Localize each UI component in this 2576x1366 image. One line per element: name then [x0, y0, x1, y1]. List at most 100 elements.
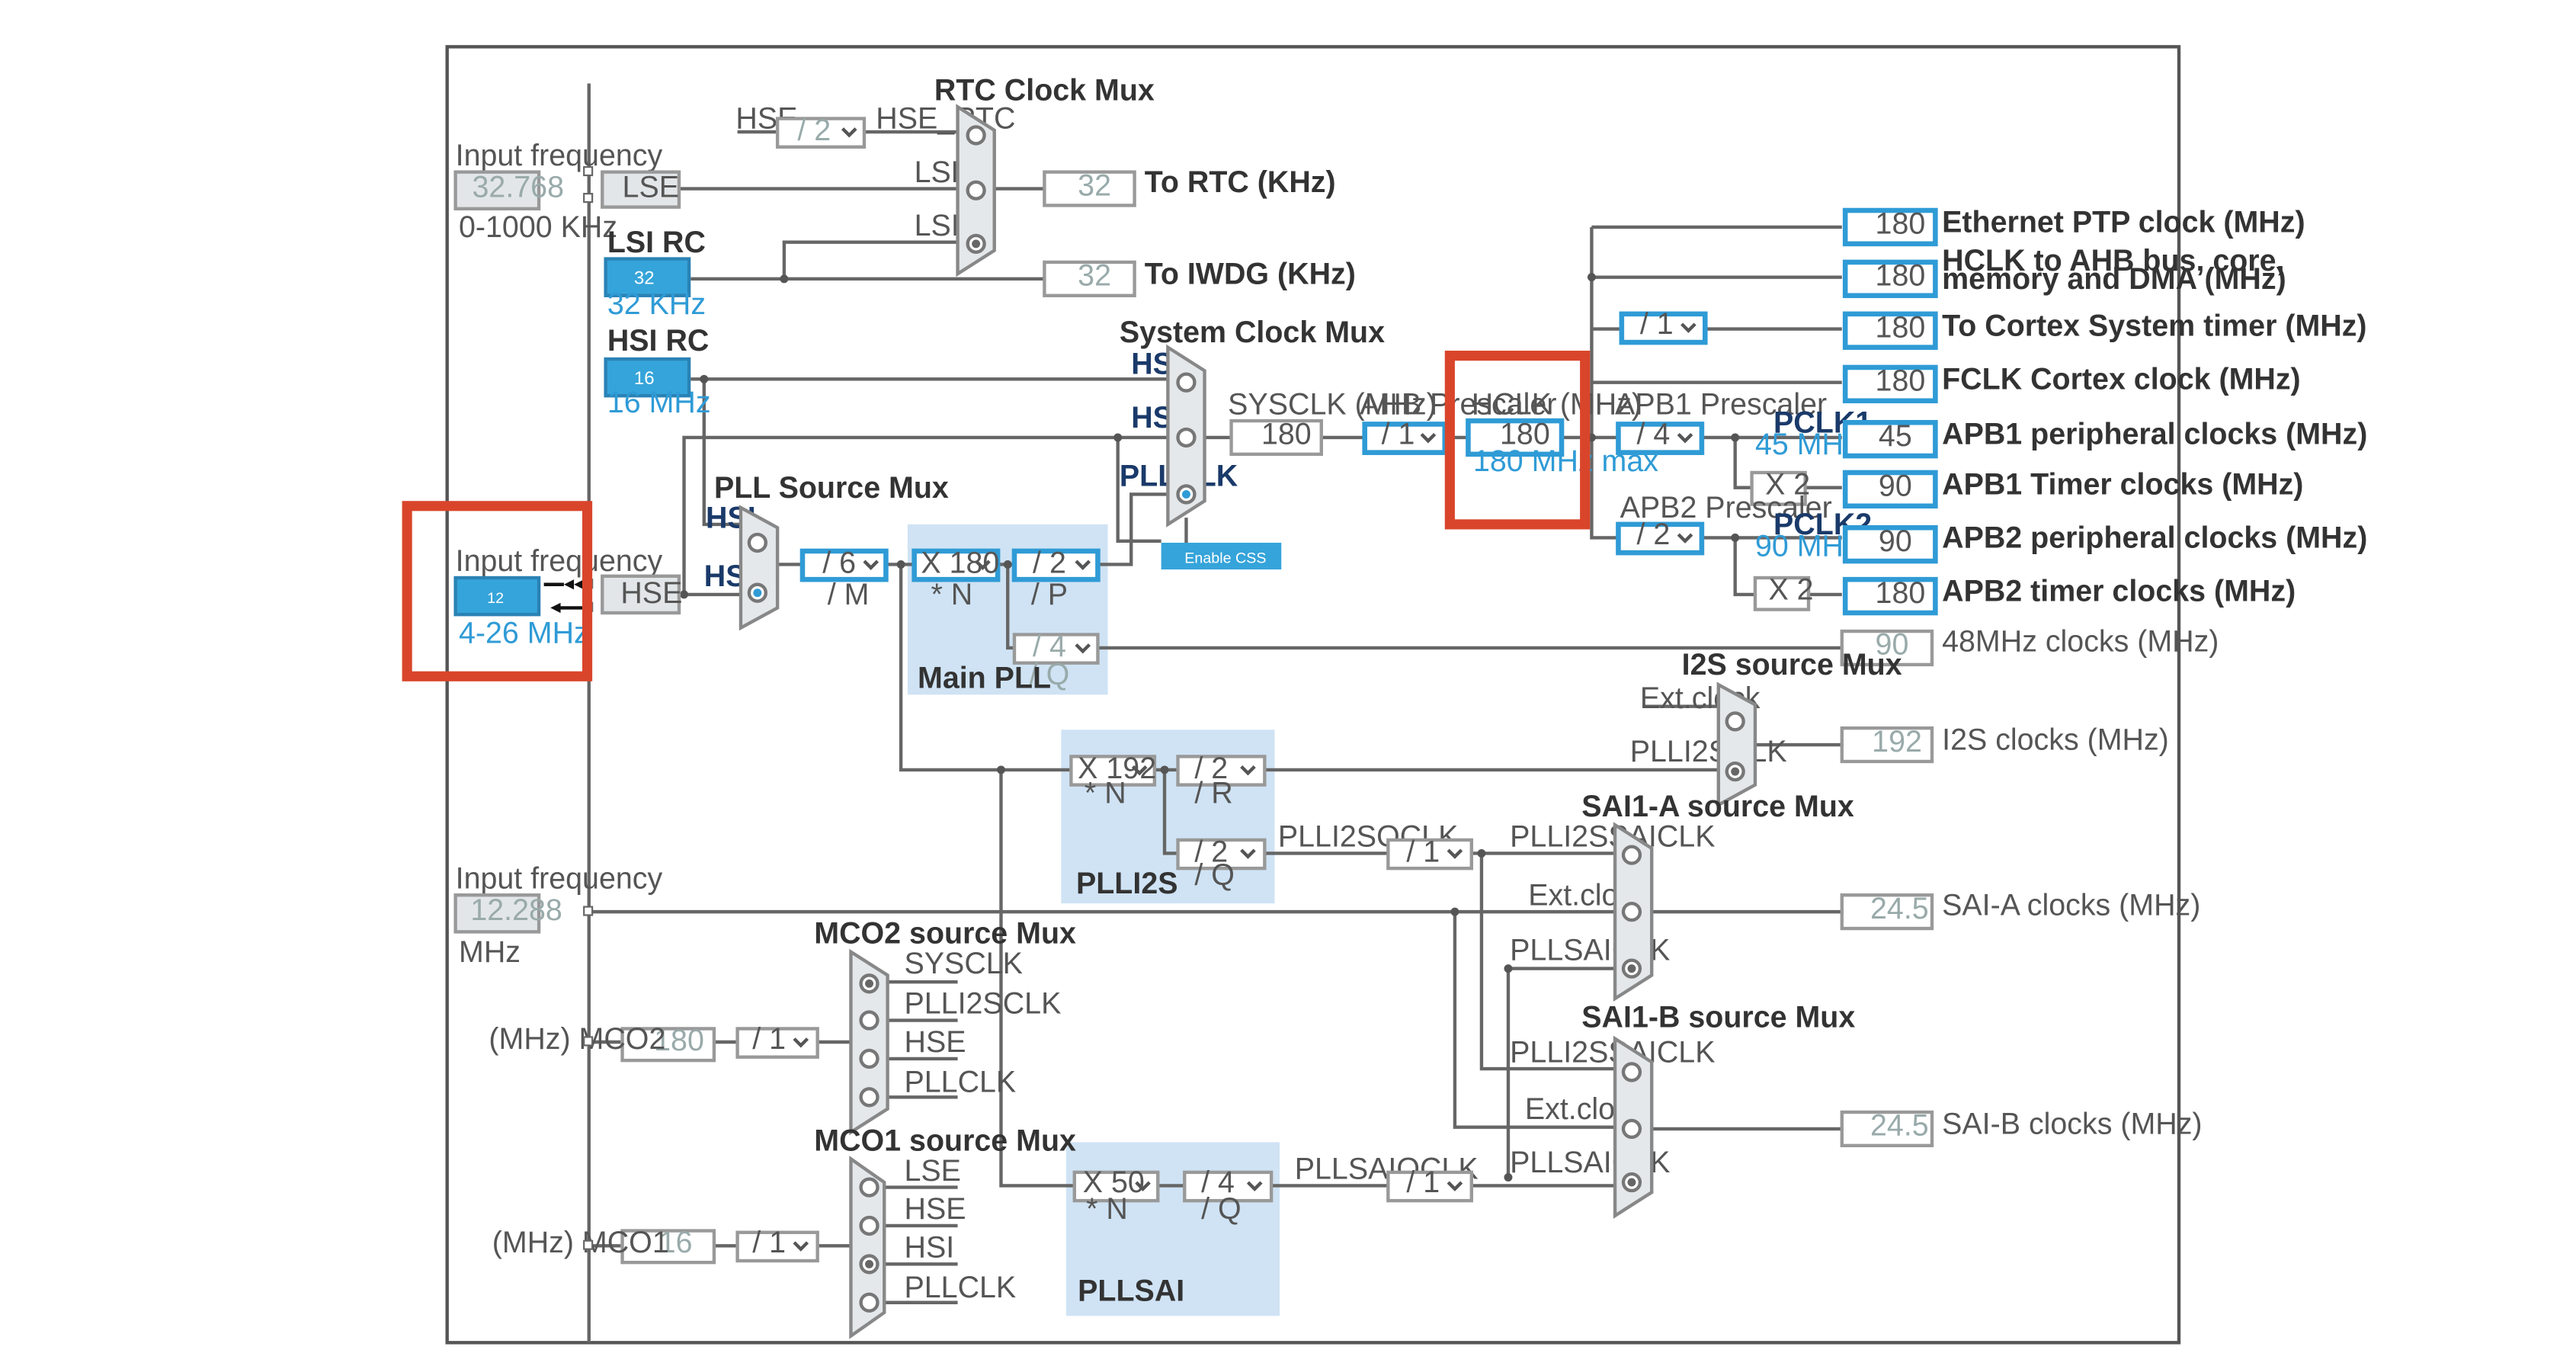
hse-freq-range: 4-26 MHz: [459, 616, 589, 649]
output-48mhz: 90 48MHz clocks (MHz): [1840, 624, 2219, 667]
sai-a-source-mux[interactable]: [1613, 822, 1654, 1002]
pllsai-q-label: / Q: [1201, 1192, 1242, 1226]
mco1-hse-label: HSE: [905, 1192, 966, 1226]
pllsai-n-label: * N: [1086, 1192, 1128, 1226]
hsi-rc-title: HSI RC: [607, 324, 710, 358]
rtc-lsi-label: LSI: [915, 209, 960, 242]
pll-p-divider-dropdown[interactable]: / 2: [1011, 546, 1101, 582]
plli2s-q-dropdown[interactable]: / 2: [1176, 835, 1267, 871]
mco2-output-value: 180: [654, 1024, 704, 1057]
lsi-rc-unit: 32 KHz: [607, 287, 706, 321]
svg-text:/ 1: / 1: [1382, 418, 1415, 451]
mco1-source-mux[interactable]: [849, 1156, 886, 1339]
hclk-highlight-box: [1444, 351, 1591, 530]
hclk-value: 180: [1500, 418, 1550, 451]
svg-text:/ 2: / 2: [797, 114, 831, 147]
mco2-source-mux[interactable]: [849, 948, 889, 1136]
hsi-rc-unit: 16 MHz: [607, 386, 711, 419]
pll-source-mux[interactable]: [739, 505, 780, 631]
hclk-input[interactable]: [1466, 418, 1565, 457]
svg-text:APB2 timer clocks (MHz): APB2 timer clocks (MHz): [1942, 575, 2296, 608]
svg-text:180: 180: [1876, 311, 1926, 345]
sysclk-label: SYSCLK (MHz): [1228, 387, 1437, 421]
ahb-prescaler-dropdown[interactable]: / 1: [1362, 418, 1448, 455]
i2s-source-mux[interactable]: [1716, 681, 1757, 808]
i2s-output-box: [1840, 726, 1934, 764]
output-hclk-ahb: 180 HCLK to AHB bus, core, memory and DM…: [1842, 244, 2286, 299]
mco1-pllclk-label: PLLCLK: [905, 1271, 1017, 1304]
svg-text:90: 90: [1876, 628, 1909, 662]
sai-b-output-value: 24.5: [1870, 1109, 1929, 1143]
cortex-timer-divider-dropdown[interactable]: / 1: [1619, 307, 1708, 345]
pll-m-divider-dropdown[interactable]: / 6: [799, 546, 889, 582]
pll-n-multiplier-dropdown[interactable]: X 180: [912, 546, 1001, 582]
svg-text:APB1 Timer clocks (MHz): APB1 Timer clocks (MHz): [1942, 467, 2303, 501]
lse-freq-range: 0-1000 KHz: [459, 210, 617, 244]
rtc-mux-title: RTC Clock Mux: [934, 73, 1155, 107]
svg-text:/ 1: / 1: [752, 1022, 786, 1056]
sai-a-mux-title: SAI1-A source Mux: [1581, 790, 1854, 823]
rtc-output-box: [1043, 170, 1136, 207]
hse-freq-input[interactable]: [453, 576, 541, 617]
svg-text:APB1 peripheral clocks (MHz): APB1 peripheral clocks (MHz): [1942, 418, 2367, 451]
plli2s-n-label: * N: [1085, 777, 1126, 810]
apb2-prescaler-dropdown[interactable]: / 2: [1616, 518, 1705, 556]
apb2-timer-x2: [1753, 576, 1811, 611]
plli2s-r-label: / R: [1194, 777, 1232, 810]
svg-text:180: 180: [1876, 576, 1926, 610]
svg-text:90: 90: [1879, 470, 1912, 503]
svg-text:To Cortex System timer (MHz): To Cortex System timer (MHz): [1942, 309, 2366, 342]
svg-text:APB2 peripheral clocks (MHz): APB2 peripheral clocks (MHz): [1942, 521, 2367, 555]
plli2s-div-dropdown[interactable]: / 1: [1386, 835, 1473, 871]
hse-block: [601, 574, 681, 615]
pll-q-divider-dropdown[interactable]: / 4: [1012, 630, 1100, 665]
sai-b-source-mux[interactable]: [1613, 1035, 1654, 1219]
svg-text:HCLK to AHB bus, core,: HCLK to AHB bus, core,: [1942, 244, 2284, 277]
i2s-mux-title: I2S source Mux: [1682, 648, 1902, 681]
mco2-pllclk-label: PLLCLK: [905, 1066, 1017, 1099]
system-clock-mux[interactable]: [1166, 344, 1206, 527]
svg-text:/ 4: / 4: [1637, 418, 1671, 451]
i2s-output-label: I2S clocks (MHz): [1942, 723, 2169, 757]
rtc-hse-div-dropdown[interactable]: / 2: [775, 114, 867, 149]
sai-b-plli2ssai-label: PLLI2SSAICLK: [1510, 1035, 1715, 1069]
apb1-prescaler-dropdown[interactable]: / 4: [1616, 418, 1705, 455]
svg-text:45: 45: [1879, 419, 1912, 453]
system-clock-mux-title: System Clock Mux: [1120, 316, 1385, 349]
sai-b-output-label: SAI-B clocks (MHz): [1942, 1107, 2202, 1140]
svg-text:/ 2: / 2: [1194, 835, 1228, 868]
ahb-prescaler-label: AHB Prescaler: [1360, 387, 1556, 421]
output-apb2-peripheral: 90 APB2 peripheral clocks (MHz): [1842, 521, 2367, 564]
pll-m-label: / M: [828, 578, 870, 611]
output-apb1-peripheral: 45 APB1 peripheral clocks (MHz): [1842, 418, 2367, 459]
mco2-hse-label: HSE: [905, 1025, 966, 1059]
sysclk-box[interactable]: [1229, 418, 1323, 457]
apb1-prescaler-label: APB1 Prescaler: [1615, 387, 1827, 421]
iwdg-output-label: To IWDG (KHz): [1145, 257, 1356, 290]
pllsai-n-dropdown[interactable]: X 50: [1072, 1166, 1160, 1203]
hse-block-label: HSE: [620, 576, 682, 610]
mco1-label: (MHz) MCO1: [492, 1226, 669, 1259]
pllsai-div-dropdown[interactable]: / 1: [1386, 1166, 1473, 1203]
ext-freq-input[interactable]: [453, 893, 541, 934]
lse-freq-input[interactable]: [453, 170, 541, 211]
pll-source-mux-title: PLL Source Mux: [714, 471, 949, 505]
plli2s-title: PLLI2S: [1076, 867, 1178, 900]
sai-a-output-box: [1840, 893, 1934, 931]
output-fclk-cortex: 180 FCLK Cortex clock (MHz): [1842, 362, 2301, 404]
enable-css-button[interactable]: [1161, 542, 1282, 570]
mco2-div-dropdown[interactable]: / 1: [735, 1022, 819, 1059]
ext-freq-unit: MHz: [459, 935, 521, 969]
pllsai-q-dropdown[interactable]: / 4: [1183, 1166, 1274, 1203]
mco1-div-dropdown[interactable]: / 1: [735, 1226, 819, 1263]
plli2s-n-dropdown[interactable]: X 192: [1069, 752, 1156, 787]
mco2-mux-title: MCO2 source Mux: [814, 917, 1076, 951]
plli2s-r-dropdown[interactable]: / 2: [1176, 752, 1267, 787]
svg-text:180: 180: [1876, 259, 1926, 293]
hsi-rc-block: [604, 357, 691, 398]
rtc-clock-mux[interactable]: [956, 104, 996, 277]
svg-text:/ 1: / 1: [1406, 1166, 1440, 1199]
svg-text:X 50: X 50: [1083, 1166, 1145, 1199]
svg-text:48MHz clocks (MHz): 48MHz clocks (MHz): [1942, 624, 2219, 658]
svg-text:/ 2: / 2: [1637, 518, 1671, 551]
